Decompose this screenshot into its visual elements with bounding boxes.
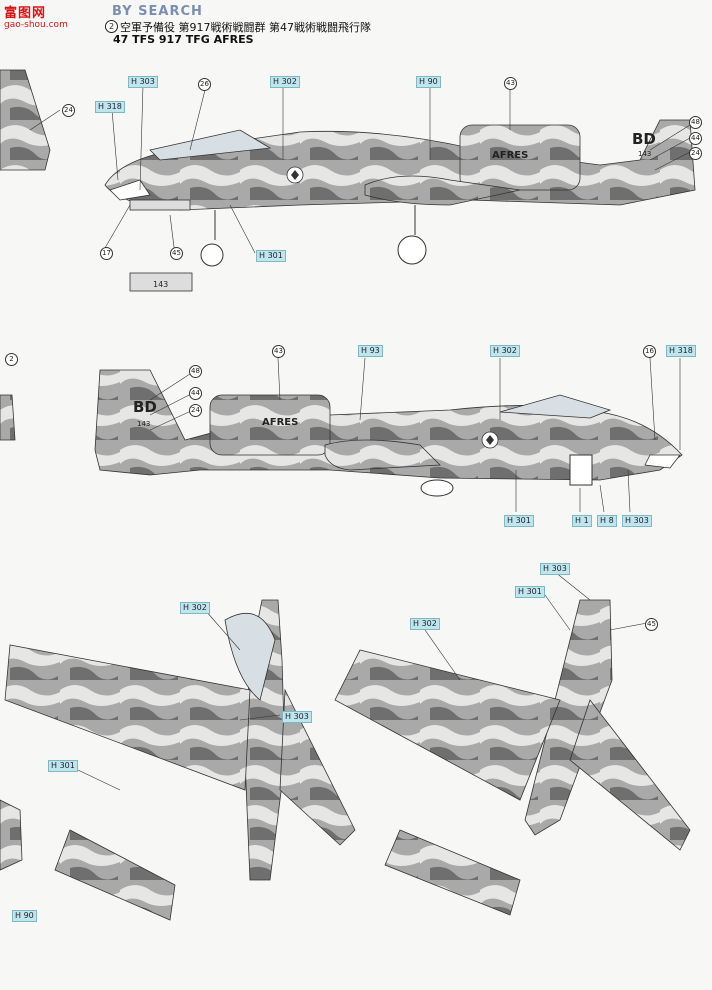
callout-h303-plan-bottom: H 303 [540, 563, 570, 575]
tail-code-top: BD [632, 130, 656, 148]
plan-view-bottom [334, 599, 691, 916]
callout-h1-mid: H 1 [572, 515, 592, 527]
site-url: gao-shou.com [4, 20, 68, 30]
callout-17: 17 [100, 247, 113, 260]
pylon-tag: 143 [153, 280, 169, 289]
tail-code-mid: BD [133, 398, 157, 416]
plan-view-top [4, 599, 356, 921]
callout-43-top: 43 [504, 77, 517, 90]
callout-24-top: 24 [689, 147, 702, 160]
site-logo: 富图网 [4, 6, 47, 21]
fuselage-text-top: AFRES [492, 150, 529, 161]
callout-2-left: 2 [5, 353, 18, 366]
callout-h301-plan-top: H 301 [48, 760, 78, 772]
callout-h318-top: H 318 [95, 101, 125, 113]
site-search-label: BY SEARCH [112, 4, 203, 19]
unit-title-japanese: 空軍予備役 第917戦術戦闘群 第47戦術戦闘飛行隊 [120, 21, 371, 34]
side-view-right-profile [94, 369, 683, 481]
callout-16: 16 [643, 345, 656, 358]
callout-24-left: 24 [62, 104, 75, 117]
unit-title-english: 47 TFS 917 TFG AFRES [113, 33, 254, 46]
callout-h303-top: H 303 [128, 76, 158, 88]
callout-h301-mid: H 301 [504, 515, 534, 527]
callout-h303-mid: H 303 [622, 515, 652, 527]
callout-h318-mid: H 318 [666, 345, 696, 357]
callout-h301-plan-bottom: H 301 [515, 586, 545, 598]
callout-48-mid: 48 [189, 365, 202, 378]
fuselage-text-mid: AFRES [262, 417, 299, 428]
callout-h90-plan: H 90 [12, 910, 37, 922]
scheme-number: 2 [105, 20, 118, 33]
callout-h302-plan-bottom: H 302 [410, 618, 440, 630]
callout-44-mid: 44 [189, 387, 202, 400]
callout-43-mid: 43 [272, 345, 285, 358]
callout-26: 26 [198, 78, 211, 91]
tail-serial-mid: 143 [137, 420, 151, 428]
callout-45-plan: 45 [645, 618, 658, 631]
callout-h8-mid: H 8 [597, 515, 617, 527]
callout-h302-top: H 302 [270, 76, 300, 88]
callout-h93-mid: H 93 [358, 345, 383, 357]
callout-h301-top: H 301 [256, 250, 286, 262]
callout-44-top: 44 [689, 132, 702, 145]
side-view-left-profile [104, 119, 696, 211]
tail-serial-top: 143 [638, 150, 652, 158]
callout-h303-plan-top: H 303 [282, 711, 312, 723]
callout-h302-plan-top: H 302 [180, 602, 210, 614]
callout-h90-top: H 90 [416, 76, 441, 88]
callout-24-mid: 24 [189, 404, 202, 417]
callout-45-top: 45 [170, 247, 183, 260]
callout-h302-mid: H 302 [490, 345, 520, 357]
callout-48-top: 48 [689, 116, 702, 129]
